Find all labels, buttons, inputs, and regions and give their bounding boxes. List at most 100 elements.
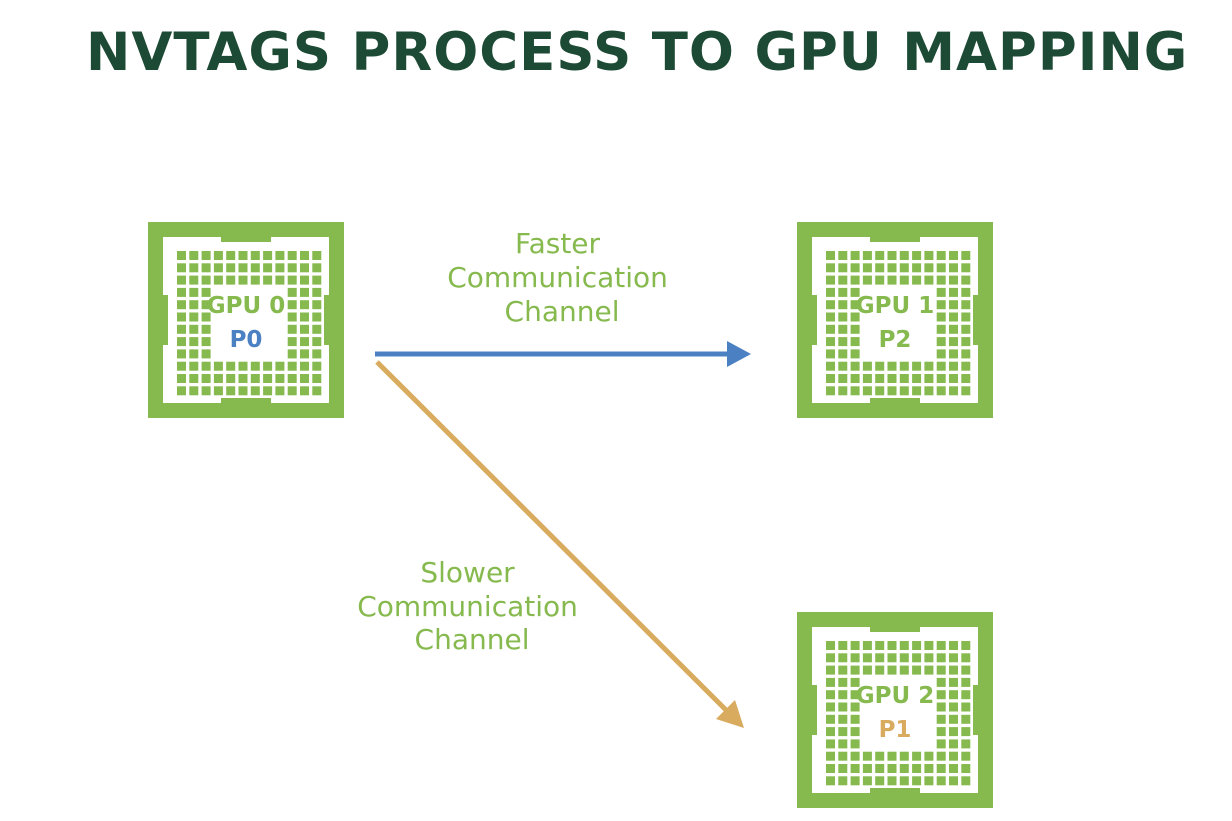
chip-pad [936, 690, 946, 700]
chip-pad [862, 653, 872, 663]
gpu-chip-icon [797, 222, 993, 418]
gpu-chip-icon [148, 222, 344, 418]
chip-pad [924, 776, 934, 786]
chip-pad [936, 361, 946, 371]
chip-pad [862, 275, 872, 285]
chip-pad [850, 641, 860, 650]
chip-pad [850, 337, 860, 347]
chip-pad [924, 361, 934, 371]
chip-pad [312, 337, 322, 347]
chip-pad [263, 275, 273, 285]
chip-pad [924, 275, 934, 285]
chip-pad [899, 641, 909, 650]
chip-pad [850, 324, 860, 334]
chip-pad [961, 361, 971, 371]
chip-pad [949, 776, 958, 786]
chip-pad [838, 374, 848, 383]
chip-pad [189, 386, 199, 396]
chip-pad [312, 300, 322, 310]
chip-pad [961, 349, 971, 359]
chip-pad [936, 653, 946, 663]
chip-pad [201, 337, 211, 347]
chip-pad [826, 714, 835, 724]
chip-pad [226, 374, 236, 383]
chip-pad [826, 386, 835, 396]
chip-pad [201, 386, 211, 396]
chip-pad [899, 386, 909, 396]
chip-pad [936, 641, 946, 650]
chip-pad [887, 764, 897, 773]
chip-pad [177, 386, 186, 396]
chip-pad [961, 702, 971, 712]
chip-pad [189, 251, 199, 260]
chip-notch-left [812, 685, 817, 735]
chip-pad [238, 374, 248, 383]
chip-pad [838, 349, 848, 359]
chip-pad [838, 386, 848, 396]
chip-pad [899, 653, 909, 663]
chip-pad [263, 386, 273, 396]
chip-pad [287, 287, 297, 297]
chip-pad [949, 739, 958, 749]
chip-pad [189, 312, 199, 322]
chip-pad [961, 337, 971, 347]
chip-pad [961, 312, 971, 322]
chip-pad [838, 690, 848, 700]
chip-pad [875, 665, 885, 675]
chip-pad [961, 776, 971, 786]
chip-pad [949, 702, 958, 712]
chip-pad [912, 374, 922, 383]
chip-pad [936, 300, 946, 310]
chip-pad [875, 263, 885, 273]
chip-pad [287, 361, 297, 371]
chip-pad [949, 337, 958, 347]
fast-channel-line-2: Communication [447, 261, 668, 294]
chip-notch-left [163, 295, 168, 345]
chip-pad [936, 324, 946, 334]
chip-pad [201, 374, 211, 383]
chip-pad [875, 751, 885, 761]
chip-pad [887, 751, 897, 761]
chip-pad [826, 374, 835, 383]
chip-pad [238, 251, 248, 260]
chip-pad [263, 374, 273, 383]
chip-notch-right [324, 295, 329, 345]
chip-pad [826, 677, 835, 687]
chip-pad [838, 275, 848, 285]
chip-pad [875, 251, 885, 260]
chip-pad [949, 374, 958, 383]
chip-pad [250, 263, 260, 273]
chip-pad [850, 739, 860, 749]
chip-pad [949, 727, 958, 737]
chip-pad [887, 361, 897, 371]
chip-pad [899, 275, 909, 285]
slow-channel-line-1: Slower [420, 556, 515, 589]
chip-pad [287, 337, 297, 347]
slow-channel-line-3: Channel [415, 623, 530, 656]
chip-pad [887, 653, 897, 663]
chip-notch-right [973, 295, 978, 345]
chip-pad [850, 764, 860, 773]
chip-pad [826, 702, 835, 712]
chip-pad [189, 374, 199, 383]
chip-pad [875, 275, 885, 285]
chip-pad [949, 653, 958, 663]
chip-pad [189, 263, 199, 273]
gpu-2-chip: GPU 2 P1 [797, 612, 993, 808]
chip-pad [300, 374, 309, 383]
gpu-chip-icon [797, 612, 993, 808]
chip-pad [189, 349, 199, 359]
gpu-1-chip: GPU 1 P2 [797, 222, 993, 418]
chip-pad [949, 764, 958, 773]
chip-pad [899, 665, 909, 675]
chip-pad [850, 312, 860, 322]
chip-pad [961, 739, 971, 749]
chip-pad [177, 324, 186, 334]
chip-pad [961, 751, 971, 761]
chip-pad [838, 287, 848, 297]
chip-pad [899, 751, 909, 761]
chip-pad [213, 275, 223, 285]
chip-pad [177, 337, 186, 347]
chip-pad [201, 263, 211, 273]
chip-pad [887, 275, 897, 285]
